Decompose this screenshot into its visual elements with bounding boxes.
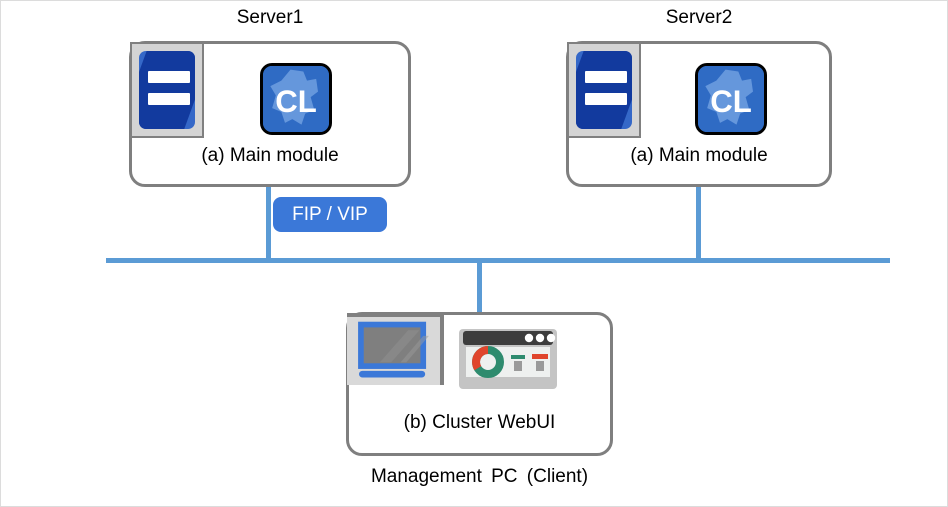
server2-module-label: (a) Main module: [630, 145, 768, 166]
svg-text:CL: CL: [710, 84, 752, 119]
bus-to-management-pc-link: [477, 258, 482, 313]
management-pc-caption: Management PC (Client): [370, 466, 589, 487]
svg-text:CL: CL: [275, 84, 317, 119]
server2-cl-logo-icon: CL: [695, 63, 767, 135]
server-icon-body: [576, 51, 632, 129]
server-icon-bar-2: [585, 93, 627, 105]
cluster-webui-module-label: (b) Cluster WebUI: [403, 412, 556, 433]
server1-title: Server1: [236, 7, 304, 28]
server2-title: Server2: [665, 7, 733, 28]
server-icon-bar-1: [148, 71, 190, 83]
server-icon-bar-1: [585, 71, 627, 83]
server2-to-bus-link: [696, 187, 701, 263]
server1-cl-logo-icon: CL: [260, 63, 332, 135]
server1-server-icon: [130, 42, 204, 138]
cluster-webui-browser-icon: [459, 329, 557, 389]
fip-vip-badge[interactable]: FIP / VIP: [273, 197, 387, 232]
management-pc-monitor-icon: [347, 313, 444, 385]
server1-module-label: (a) Main module: [201, 145, 339, 166]
server-icon-body: [139, 51, 195, 129]
server1-to-bus-link: [266, 187, 271, 263]
server2-server-icon: [567, 42, 641, 138]
server-icon-bar-2: [148, 93, 190, 105]
network-bus-line: [106, 258, 890, 263]
